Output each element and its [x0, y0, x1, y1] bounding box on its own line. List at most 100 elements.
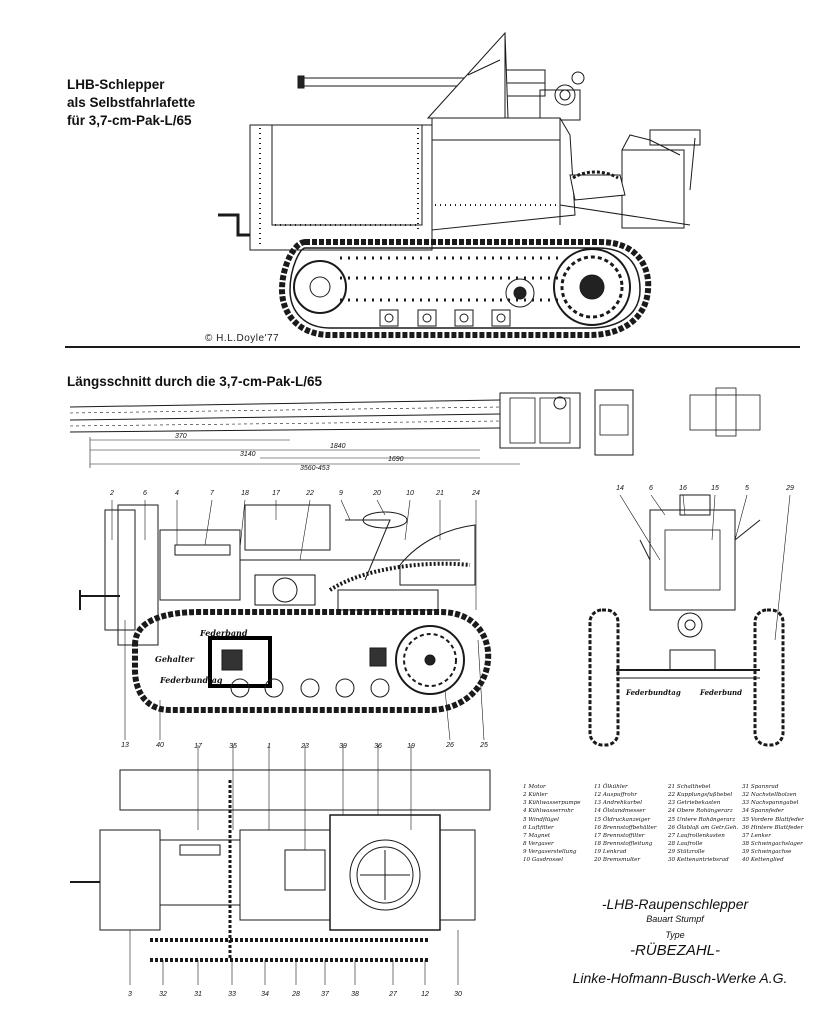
- callout-number: 21: [435, 490, 444, 497]
- vehicle-title-line1: LHB-Schlepper: [67, 77, 165, 92]
- callout-number: 36: [374, 743, 382, 750]
- legend-item: 19 Lenkrad: [594, 849, 627, 856]
- front-view-drawing: Federbundtag Federbund: [588, 494, 791, 747]
- gun-dim-3560: 3560-453: [300, 465, 330, 472]
- side-elevation-drawing: [65, 31, 800, 348]
- legend-item: 27 Laufrollenkasten: [668, 832, 725, 839]
- hull: [218, 117, 701, 251]
- legend-col-1: 1 Motor 2 Kühler 3 Kühlwasserpumpe 4 Küh…: [523, 783, 581, 864]
- callout-number: 40: [156, 742, 164, 749]
- legend-item: 20 Bremsmulter: [594, 857, 641, 864]
- callout-number: 20: [372, 490, 381, 497]
- legend-item: 15 Öldruckanzeiger: [594, 816, 651, 823]
- legend-item: 6 Luftfilter: [523, 824, 554, 831]
- callout-number: 3: [128, 991, 132, 998]
- callout-number: 15: [711, 485, 719, 492]
- callout-number: 4: [175, 490, 179, 497]
- road-wheels: [379, 309, 511, 327]
- legend-item: 24 Obere Rohängerarz: [668, 808, 733, 815]
- legend-item: 2 Kühler: [523, 792, 548, 799]
- callout-number: 19: [407, 743, 415, 750]
- legend-item: 21 Schalthebel: [668, 784, 711, 790]
- legend-item: 12 Auspuffrohr: [594, 792, 637, 799]
- callout-number: 5: [745, 485, 749, 492]
- legend-item: 29 Stützrolle: [668, 849, 705, 856]
- legend-item: 38 Schwingachslager: [742, 840, 803, 847]
- callout-number: 35: [229, 743, 237, 750]
- callout-number: 39: [339, 743, 347, 750]
- legend-item: 7 Magnet: [523, 832, 551, 839]
- callout-number: 31: [194, 991, 202, 998]
- callout-number: 12: [421, 991, 429, 998]
- mfr-design: Bauart Stumpf: [646, 914, 704, 924]
- vehicle-title: LHB-Schlepper als Selbstfahrlafette für …: [67, 76, 195, 130]
- stamp-gehalter: Gehalter: [155, 654, 195, 664]
- legend-item: 5 Windflügel: [523, 816, 559, 823]
- legend-item: 16 Brennstoffbehälter: [594, 824, 657, 831]
- artist-credit: © H.L.Doyle'77: [205, 333, 280, 344]
- legend-item: 14 Ölstandmesser: [594, 808, 646, 815]
- legend-item: 31 Spannrad: [742, 784, 779, 790]
- callout-number: 22: [305, 490, 314, 497]
- legend-item: 1 Motor: [523, 784, 546, 790]
- callout-number: 34: [261, 991, 269, 998]
- callout-number: 25: [479, 742, 488, 749]
- callout-number: 14: [616, 485, 624, 492]
- legend-item: 9 Vergaserstellung: [523, 849, 577, 856]
- legend-item: 25 Untere Rohängerarz: [668, 816, 736, 823]
- legend-item: 34 Spannfeder: [742, 808, 784, 815]
- legend-item: 35 Vordere Blattfeder: [742, 816, 804, 823]
- callout-number: 10: [406, 490, 414, 497]
- stamp-federbundtag: Federbundtag: [159, 675, 223, 685]
- legend-col-4: 31 Spannrad 32 Nachstellbolzen 33 Nachsp…: [742, 783, 804, 864]
- stamp-federband: Federband: [199, 628, 248, 638]
- callout-number: 26: [445, 742, 454, 749]
- side-section-drawing: Federband Gehalter Federbundtag: [79, 504, 492, 713]
- legend-item: 18 Brennstoffleitung: [594, 840, 653, 847]
- callout-number: 16: [679, 485, 687, 492]
- legend-item: 40 Kettenglied: [742, 857, 784, 864]
- legend-item: 13 Andrehkurbel: [594, 800, 643, 807]
- callout-number: 29: [785, 485, 794, 492]
- gun-section-drawing: 370 1840 3140 1690 3560-453: [69, 387, 761, 472]
- callout-number: 32: [159, 991, 167, 998]
- callout-number: 38: [351, 991, 359, 998]
- plan-view-drawing: [70, 745, 491, 985]
- legend-item: 4 Kühlwasserrohr: [523, 808, 574, 815]
- callout-number: 30: [454, 991, 462, 998]
- legend-item: 11 Ölkühler: [594, 784, 628, 790]
- legend-item: 30 Kettenantriebsrad: [668, 857, 729, 864]
- gun-dim-370: 370: [175, 433, 187, 440]
- mfr-company: Linke-Hofmann-Busch-Werke A.G.: [572, 970, 788, 986]
- legend-item: 28 Laufrolle: [668, 840, 703, 847]
- legend-item: 10 Gasdrossel: [523, 857, 564, 864]
- callout-number: 33: [228, 991, 236, 998]
- mfr-model-name: -RÜBEZAHL-: [629, 942, 720, 959]
- callout-number: 27: [388, 991, 398, 998]
- vehicle-title-line3: für 3,7-cm-Pak-L/65: [67, 113, 192, 128]
- front-label-federbundtag: Federbundtag: [625, 688, 681, 697]
- callout-number: 37: [321, 991, 330, 998]
- vehicle-title-line2: als Selbstfahrlafette: [67, 95, 196, 110]
- legend-item: 26 Ölablaß am Getr.Geh.: [668, 824, 739, 831]
- callout-number: 23: [300, 743, 309, 750]
- callout-number: 2: [109, 490, 114, 497]
- front-label-federbund: Federbund: [699, 688, 742, 697]
- legend-item: 32 Nachstellbolzen: [742, 792, 797, 799]
- legend-item: 8 Vergaser: [523, 840, 554, 847]
- legend-item: 36 Hintere Blattfeder: [742, 824, 804, 831]
- section-title: Längsschnitt durch die 3,7-cm-Pak-L/65: [67, 374, 323, 389]
- callout-number: 9: [339, 490, 343, 497]
- legend-item: 3 Kühlwasserpumpe: [523, 800, 581, 807]
- callout-number: 17: [194, 743, 203, 750]
- callout-number: 1: [267, 743, 271, 750]
- track: [278, 239, 652, 338]
- callout-number: 24: [471, 490, 480, 497]
- callout-number: 13: [121, 742, 129, 749]
- side-callout-leaders: [111, 499, 485, 741]
- callout-number: 28: [291, 991, 300, 998]
- legend-item: 33 Nachspanngabel: [742, 800, 799, 807]
